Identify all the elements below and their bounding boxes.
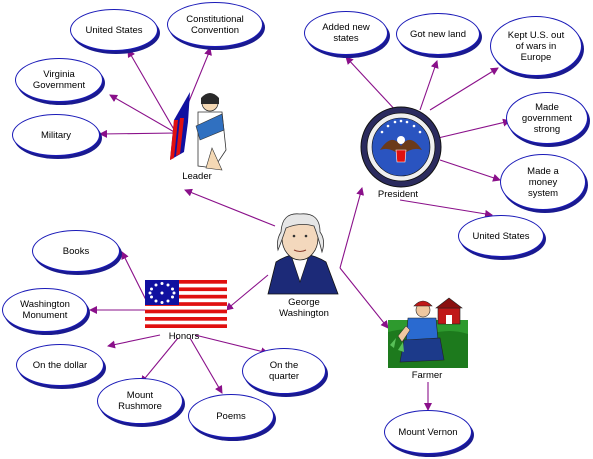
- bubble-on-the-quarter: On the quarter: [242, 348, 326, 394]
- bubble-mount-vernon: Mount Vernon: [384, 410, 472, 454]
- bubble-text: Mount Rushmore: [118, 390, 162, 412]
- farmer-label: Farmer: [411, 370, 443, 381]
- farmer-image: [388, 290, 468, 368]
- leader-flag-bearer-image: [170, 92, 227, 171]
- bubble-made-money-system: Made a money system: [500, 154, 586, 210]
- bubble-military: Military: [12, 114, 100, 156]
- bubble-text: Made government strong: [521, 101, 573, 135]
- president-label: President: [377, 189, 419, 200]
- arrow-honors-to-on-the-quarter: [194, 334, 269, 356]
- arrow-center-to-honors: [225, 274, 269, 311]
- arrow-center-to-farmer: [339, 267, 389, 329]
- bubble-virginia-government: Virginia Government: [15, 58, 103, 102]
- leader-label: Leader: [182, 171, 212, 182]
- bubble-kept-us-out-of-wars: Kept U.S. out of wars in Europe: [490, 16, 582, 76]
- arrow-honors-to-poems: [189, 337, 223, 394]
- bubble-constitutional-convention: Constitutional Convention: [167, 2, 263, 47]
- bubble-text: Made a money system: [527, 165, 559, 199]
- presidential-seal-image: [360, 106, 442, 188]
- bubble-on-the-dollar: On the dollar: [16, 344, 104, 386]
- bubble-text: On the quarter: [268, 360, 300, 382]
- bubble-text: Mount Vernon: [398, 426, 458, 438]
- arrow-president-to-money-system: [439, 159, 501, 182]
- arrow-president-to-united-states: [399, 199, 493, 218]
- bubble-united-states-leader: United States: [70, 9, 158, 51]
- arrow-center-to-leader: [184, 188, 276, 227]
- honors-label: Honors: [168, 331, 200, 342]
- bubble-text: Kept U.S. out of wars in Europe: [507, 29, 565, 63]
- arrow-president-to-government-strong: [437, 118, 511, 139]
- arrow-president-to-added-new-states: [345, 56, 399, 114]
- bubble-washington-monument: Washington Monument: [2, 288, 88, 332]
- bubble-text: United States: [85, 24, 143, 36]
- bubble-got-new-land: Got new land: [396, 13, 480, 55]
- bubble-added-new-states: Added new states: [304, 11, 388, 55]
- arrow-leader-to-military: [99, 129, 177, 138]
- center-label: George Washington: [279, 297, 329, 319]
- bubble-text: Got new land: [410, 28, 466, 40]
- arrow-leader-to-virginia-government: [109, 94, 177, 134]
- arrow-honors-to-on-the-dollar: [107, 334, 161, 349]
- bubble-text: On the dollar: [32, 359, 88, 371]
- betsy-ross-flag-image: [145, 280, 227, 328]
- bubble-text: Washington Monument: [20, 299, 70, 321]
- bubble-text: Poems: [216, 410, 246, 422]
- bubble-united-states-president: United States: [458, 215, 544, 257]
- arrow-center-to-president: [339, 187, 365, 269]
- bubble-text: Added new states: [322, 22, 370, 44]
- bubble-mount-rushmore: Mount Rushmore: [97, 378, 183, 424]
- bubble-text: Books: [62, 245, 90, 257]
- bubble-text: Virginia Government: [32, 69, 86, 91]
- arrow-honors-to-books: [121, 251, 149, 305]
- arrow-president-to-got-new-land: [419, 60, 439, 111]
- bubble-books: Books: [32, 230, 120, 272]
- bubble-made-government-strong: Made government strong: [506, 92, 588, 144]
- bubble-poems: Poems: [188, 394, 274, 438]
- bubble-text: Constitutional Convention: [186, 13, 244, 36]
- george-washington-portrait: [267, 213, 339, 295]
- arrow-leader-to-united-states: [127, 49, 177, 134]
- bubble-text: Military: [40, 129, 72, 141]
- bubble-text: United States: [472, 230, 530, 242]
- arrow-honors-to-mount-rushmore: [140, 337, 179, 384]
- arrow-president-to-kept-out-of-wars: [429, 67, 499, 111]
